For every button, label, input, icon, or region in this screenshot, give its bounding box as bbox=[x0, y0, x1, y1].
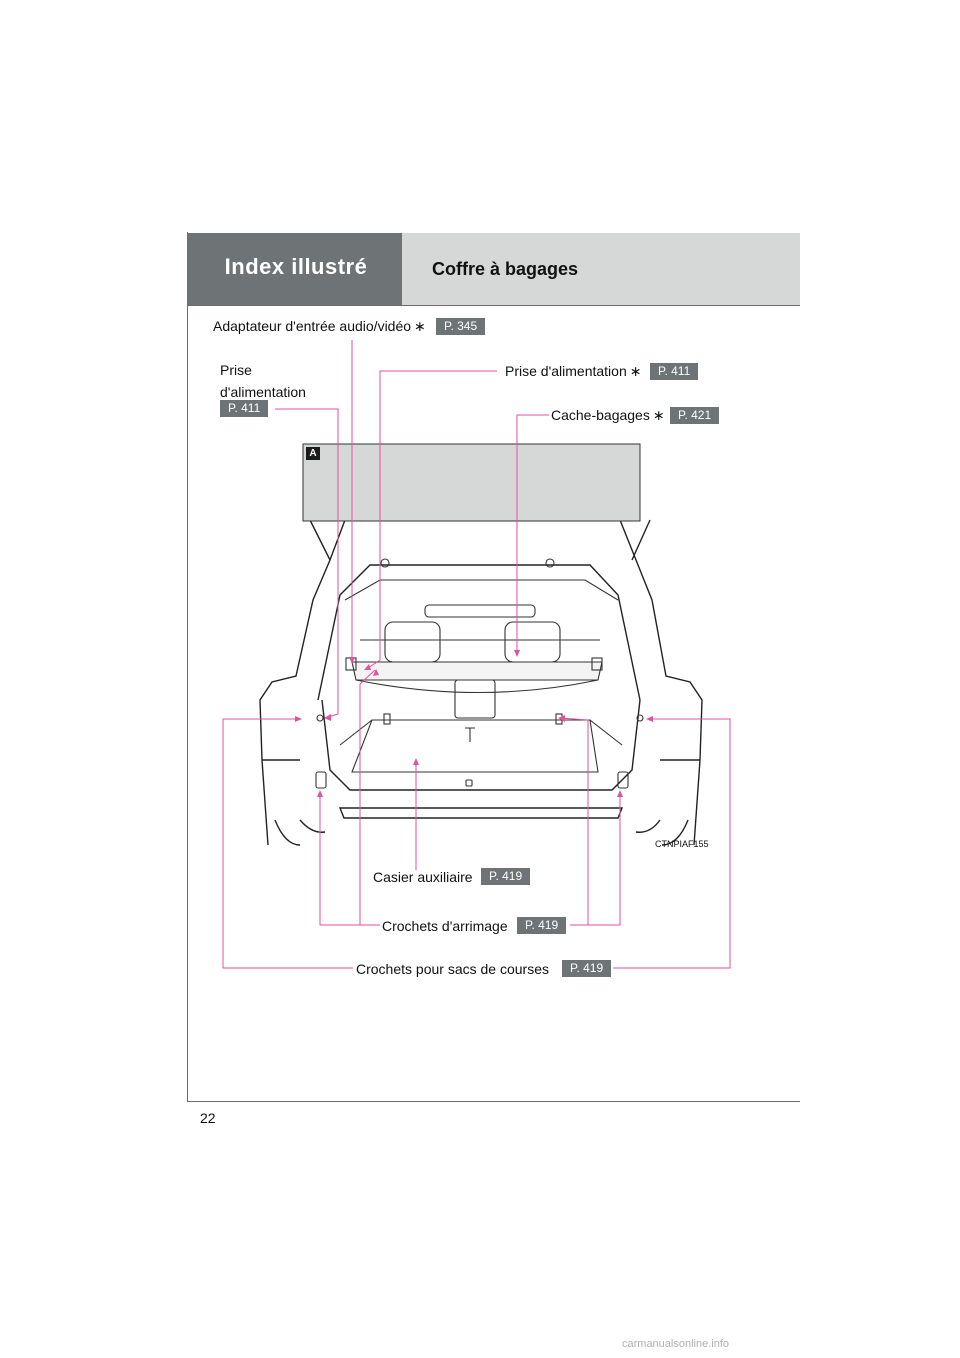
page-title-block bbox=[402, 233, 800, 305]
callout-label: Casier auxiliaire bbox=[373, 869, 473, 885]
callout-right-power-outlet: Prise d'alimentation∗ bbox=[505, 363, 641, 380]
callout-label: Prise d'alimentation bbox=[505, 363, 627, 379]
page-frame-left bbox=[187, 232, 188, 1102]
page-ref-p419-hooks[interactable]: P. 419 bbox=[517, 917, 567, 934]
leader-lines bbox=[222, 340, 731, 969]
watermark: carmanualsonline.info bbox=[622, 1338, 730, 1350]
cargo-interior bbox=[315, 558, 644, 789]
vehicle-outline bbox=[259, 519, 703, 846]
liftgate-panel bbox=[302, 443, 641, 522]
callout-tonneau-cover: Cache-bagages∗ bbox=[551, 407, 665, 424]
page-title: Coffre à bagages bbox=[432, 259, 579, 279]
optional-mark: ∗ bbox=[629, 363, 642, 379]
header-divider bbox=[188, 305, 800, 306]
page-number: 22 bbox=[200, 1110, 216, 1126]
page-ref-p419-grocery[interactable]: P. 419 bbox=[562, 960, 612, 977]
optional-mark: ∗ bbox=[652, 407, 665, 423]
page-ref-p411-right[interactable]: P. 411 bbox=[650, 363, 699, 380]
section-header-block bbox=[188, 233, 402, 305]
page-frame-bottom bbox=[187, 1101, 800, 1102]
callout-label-line1: Prise bbox=[220, 362, 252, 378]
page-ref-p345[interactable]: P. 345 bbox=[436, 318, 486, 335]
callout-label: Crochets d'arrimage bbox=[382, 918, 508, 934]
section-title: Index illustré bbox=[224, 254, 368, 279]
callout-label-line2: d'alimentation bbox=[220, 384, 306, 400]
page-ref-p411-left[interactable]: P. 411 bbox=[220, 400, 269, 417]
leader-arrowheads bbox=[295, 650, 653, 797]
page-ref-p419-aux[interactable]: P. 419 bbox=[481, 868, 531, 885]
page-ref-p421[interactable]: P. 421 bbox=[670, 407, 720, 424]
optional-mark: ∗ bbox=[414, 318, 426, 334]
callout-label: Cache-bagages bbox=[551, 407, 650, 423]
callout-left-power-outlet: Prise d'alimentation bbox=[220, 359, 306, 403]
callout-label: Adaptateur d'entrée audio/vidéo bbox=[213, 318, 412, 334]
figure-marker-a: A bbox=[306, 447, 320, 460]
callout-tie-down-hooks: Crochets d'arrimage bbox=[382, 918, 508, 934]
callout-auxiliary-box: Casier auxiliaire bbox=[373, 869, 473, 885]
callout-grocery-hooks: Crochets pour sacs de courses bbox=[356, 961, 549, 977]
callout-av-adapter: Adaptateur d'entrée audio/vidéo∗ bbox=[213, 318, 426, 335]
callout-label: Crochets pour sacs de courses bbox=[356, 961, 549, 977]
figure-code: CTNPIAF155 bbox=[655, 839, 709, 849]
